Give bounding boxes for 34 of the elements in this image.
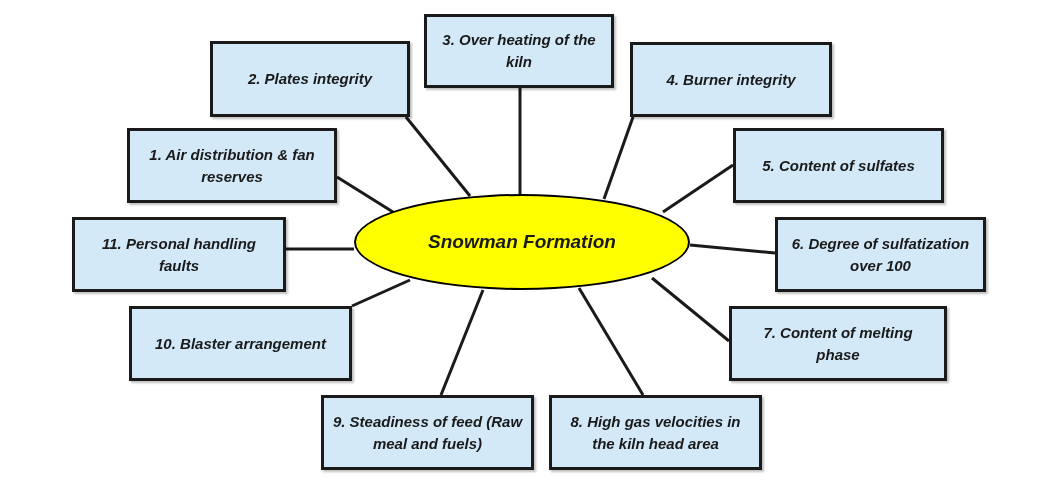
- cause-label: 5. Content of sulfates: [762, 155, 915, 176]
- cause-box: [210, 41, 410, 117]
- connector-line: [404, 116, 472, 197]
- cause-box: [127, 128, 337, 203]
- cause-box: [630, 42, 832, 117]
- connector-line: [651, 276, 730, 343]
- cause-label: 7. Content of melting phase: [762, 322, 914, 365]
- cause-box: [733, 128, 944, 203]
- cause-label: 1. Air distribution & fan reserves: [148, 144, 316, 187]
- center-label: Snowman Formation: [428, 230, 616, 254]
- cause-box: [321, 395, 534, 470]
- cause-label: 11. Personal handling faults: [101, 233, 257, 276]
- cause-box: [424, 14, 614, 88]
- connector-line: [518, 88, 522, 194]
- cause-box: [72, 217, 286, 292]
- connector-line: [336, 175, 394, 214]
- cause-label: 6. Degree of sulfatization over 100: [790, 233, 971, 276]
- cause-label: 3. Over heating of the kiln: [441, 30, 597, 72]
- connector-line: [439, 289, 485, 396]
- cause-label: 10. Blaster arrangement: [155, 333, 326, 354]
- cause-box: [775, 217, 986, 292]
- connector-line: [577, 287, 645, 396]
- connector-line: [286, 247, 354, 251]
- cause-label: 8. High gas velocities in the kiln head area: [569, 411, 742, 454]
- cause-box: [129, 306, 352, 381]
- cause-box: [729, 306, 947, 381]
- connector-line: [689, 243, 776, 255]
- cause-label: 2. Plates integrity: [247, 69, 373, 89]
- cause-label: 9. Steadiness of feed (Raw meal and fuels): [332, 411, 523, 454]
- cause-box: [549, 395, 762, 470]
- connector-line: [662, 163, 734, 214]
- connector-line: [351, 278, 411, 308]
- connector-line: [602, 116, 635, 200]
- cause-label: 4. Burner integrity: [666, 69, 796, 90]
